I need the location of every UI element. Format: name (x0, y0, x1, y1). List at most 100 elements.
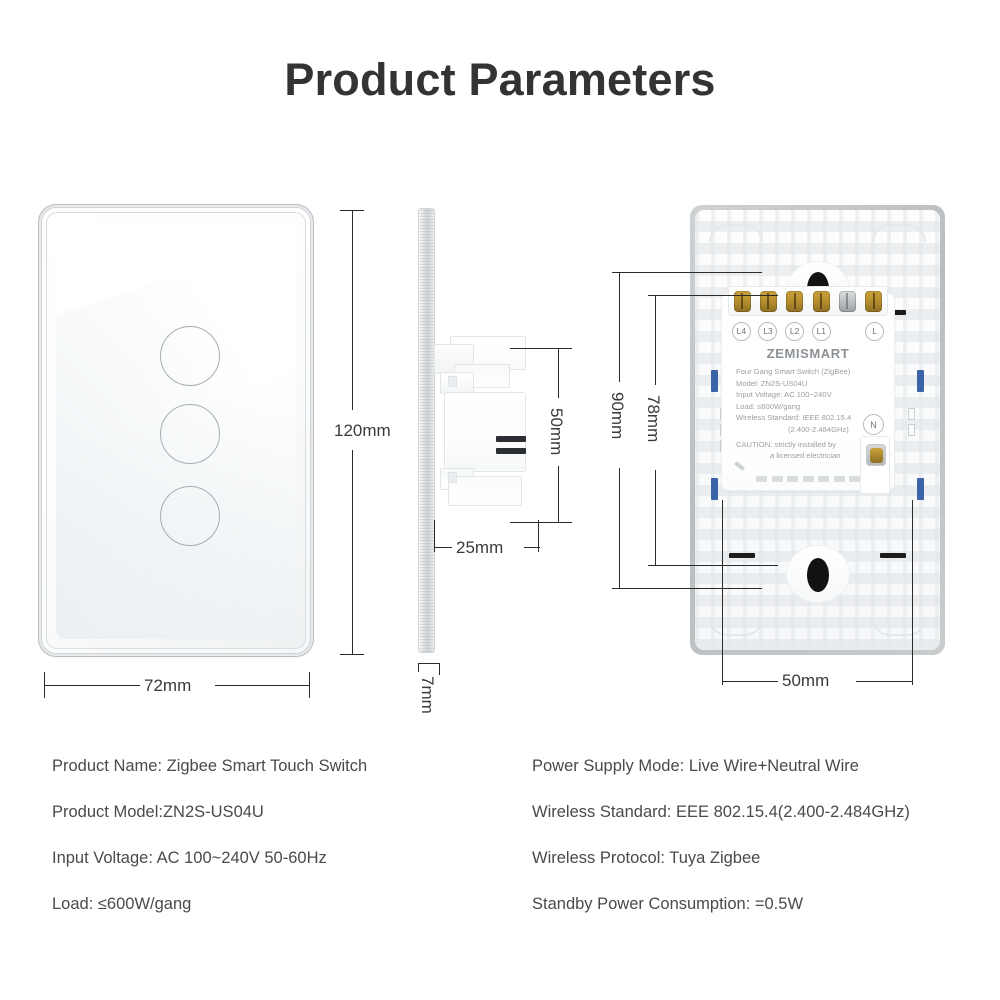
front-view (42, 208, 310, 653)
module-spec-text: Four Gang Smart Switch (ZigBee) Model: Z… (736, 366, 886, 462)
spec-wireless-standard: Wireless Standard: EEE 802.15.4(2.400-2.… (532, 803, 910, 821)
terminal-label-l3: L3 (758, 321, 778, 341)
dim-line-inner-right (856, 681, 912, 682)
dim-line-top (418, 663, 440, 664)
dimension-label-7mm: 7mm (417, 672, 437, 718)
dimension-label-90mm: 90mm (607, 388, 627, 444)
terminal-labels: L4 L3 L2 L1 L (728, 320, 888, 342)
vent-arc-top-left (709, 224, 763, 242)
dimension-label-50mm-back: 50mm (778, 671, 834, 691)
terminal-screw-l (865, 290, 883, 312)
touch-button-1[interactable] (160, 326, 220, 386)
module-load: Load: ≤600W/gang (736, 401, 801, 411)
touch-button-3[interactable] (160, 486, 220, 546)
dim-line-bottom (648, 565, 778, 566)
dim-line-upper (558, 348, 559, 398)
vent-arc-bottom-right (872, 618, 926, 636)
spec-input-voltage: Input Voltage: AC 100~240V 50-60Hz (52, 849, 327, 867)
side-wing-bottom (448, 476, 522, 506)
side-core-body (444, 392, 526, 472)
dim-line-left (722, 500, 723, 685)
vent-arc-bottom-left (709, 618, 763, 636)
dim-tick-right (439, 663, 440, 675)
dim-tick-left (434, 520, 435, 552)
dim-line-right (524, 547, 540, 548)
brand-logo-text: ZEMISMART (766, 346, 850, 361)
dim-line-upper (619, 272, 620, 382)
dim-tick-left (418, 663, 419, 675)
dim-line-upper (655, 295, 656, 385)
side-notch-bottom (448, 472, 457, 483)
dim-tick-right (538, 520, 539, 552)
dim-tick-bottom (510, 522, 572, 523)
dim-line-lower (619, 468, 620, 588)
terminal-label-l: L (865, 321, 885, 341)
back-view: L4 L3 L2 L1 L ZEMISMART Four Gang Smart … (690, 205, 945, 655)
module-caution-line1: CAUTION: strictly installed by (736, 439, 837, 449)
blue-tab-left-upper (711, 370, 718, 392)
side-terminal-slot-2 (496, 448, 526, 454)
terminal-screw-l3 (759, 290, 777, 312)
spec-standby-power: Standby Power Consumption: =0.5W (532, 895, 804, 913)
dash-mark-bottom-right (880, 553, 906, 558)
spec-wireless-protocol: Wireless Protocol: Tuya Zigbee (532, 849, 761, 867)
side-clip-right-1 (908, 408, 915, 420)
terminal-screw-l2 (786, 290, 804, 312)
dim-tick-right (309, 672, 310, 698)
dim-tick-bottom (340, 654, 364, 655)
dim-line-right (215, 685, 310, 686)
back-mounting-frame: L4 L3 L2 L1 L ZEMISMART Four Gang Smart … (690, 205, 945, 655)
touch-button-2[interactable] (160, 404, 220, 464)
terminal-screw-blank (838, 290, 856, 312)
side-ear-top (440, 372, 474, 394)
mount-hole-bottom (806, 558, 829, 592)
dim-line-lower (655, 470, 656, 565)
vent-arc-top-right (872, 224, 926, 242)
dim-line-right (912, 500, 913, 685)
specs-right-column: Power Supply Mode: Live Wire+Neutral Wir… (532, 757, 910, 941)
terminal-label-l4: L4 (731, 321, 751, 341)
blue-tab-right-upper (917, 370, 924, 392)
dimension-label-120mm: 120mm (330, 421, 395, 441)
spec-product-name: Product Name: Zigbee Smart Touch Switch (52, 757, 368, 775)
specs-left-column: Product Name: Zigbee Smart Touch Switch … (52, 757, 367, 941)
side-view (418, 208, 548, 653)
back-plate: L4 L3 L2 L1 L ZEMISMART Four Gang Smart … (695, 210, 940, 650)
dim-line-left (44, 685, 144, 686)
terminal-strip (728, 286, 888, 316)
terminal-label-blank (838, 322, 857, 341)
module-product-line: Four Gang Smart Switch (ZigBee) (736, 367, 851, 376)
terminal-label-l2: L2 (785, 321, 805, 341)
dim-line-inner-left (722, 681, 782, 682)
side-notch-top (448, 376, 457, 387)
spec-power-supply-mode: Power Supply Mode: Live Wire+Neutral Wir… (532, 757, 859, 775)
dim-line-top (648, 295, 778, 296)
side-module-body (434, 336, 538, 526)
blue-tab-right-lower (917, 478, 924, 500)
terminal-label-n: N (863, 414, 884, 435)
dimension-label-78mm: 78mm (643, 391, 663, 447)
dash-mark-bottom-left (729, 553, 755, 558)
side-clip-right-2 (908, 424, 915, 436)
dim-line-lower (558, 466, 559, 522)
module-input-voltage: Input Voltage: AC 100~240V (736, 390, 832, 400)
side-glass-panel (418, 208, 435, 653)
terminal-screw-l4 (733, 290, 751, 312)
terminal-screw-n (866, 444, 886, 466)
dim-line-lower (352, 450, 353, 654)
front-panel (42, 208, 310, 653)
dim-line-left (434, 547, 456, 548)
dim-line-upper (352, 210, 353, 410)
module-wireless-standard: Wireless Standard: IEEE 802.15.4 (736, 413, 852, 423)
dim-line-bottom (612, 588, 762, 589)
module-caution-line2: a licensed electrician (770, 451, 841, 461)
blue-tab-left-lower (711, 478, 718, 500)
page-title: Product Parameters (284, 54, 716, 105)
dimension-label-50mm-side: 50mm (546, 404, 566, 460)
switch-module: L4 L3 L2 L1 L ZEMISMART Four Gang Smart … (722, 286, 894, 494)
module-wireless-band: (2.400-2.484GHz) (788, 424, 849, 434)
dimension-label-72mm: 72mm (140, 676, 196, 696)
terminal-label-l1: L1 (811, 321, 831, 341)
dimension-label-25mm: 25mm (452, 538, 508, 558)
